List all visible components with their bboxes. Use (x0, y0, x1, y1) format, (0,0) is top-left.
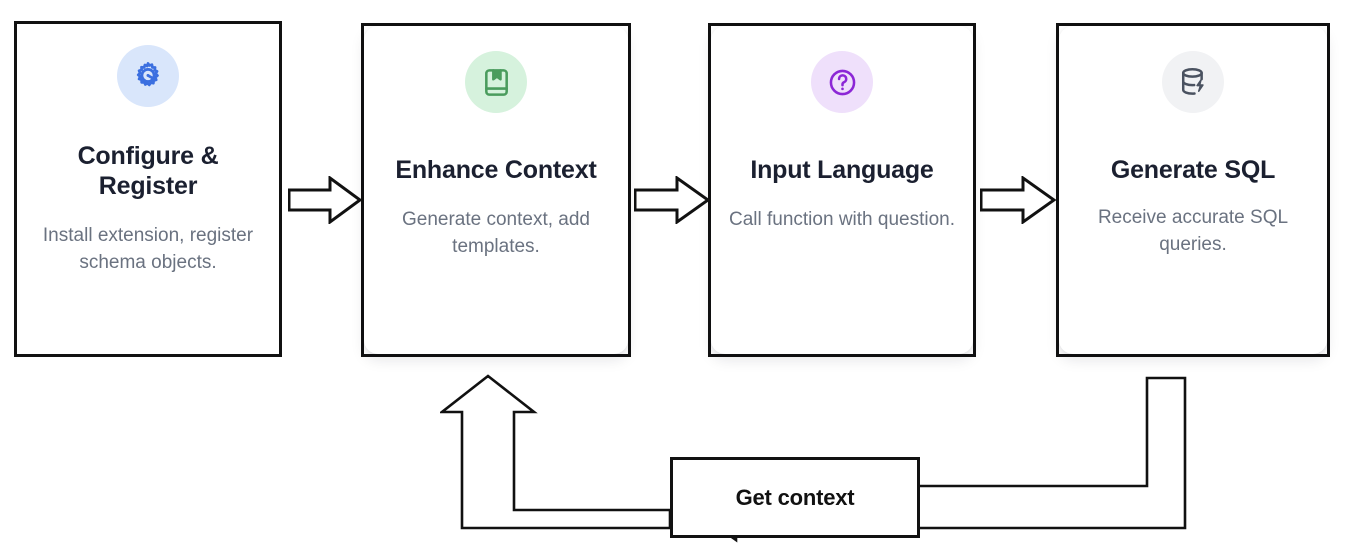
step-card-input-language[interactable]: Input Language Call function with questi… (708, 23, 976, 357)
step-card-title: Enhance Context (395, 156, 597, 184)
book-bookmark-icon-badge (465, 51, 527, 113)
arrow-right-icon (287, 175, 363, 225)
step-card-description: Install extension, register schema objec… (42, 225, 254, 273)
step-card-title: Input Language (750, 156, 934, 184)
database-bolt-icon-badge (1162, 51, 1224, 113)
question-circle-icon-badge (811, 51, 873, 113)
step-card-body: Configure & Register Install extension, … (17, 24, 279, 354)
database-bolt-icon (1181, 68, 1204, 95)
arrow-step3-to-step4 (979, 175, 1057, 225)
arrow-step1-to-step2 (287, 175, 363, 225)
gear-icon (136, 62, 159, 87)
step-card-generate-sql[interactable]: Generate SQL Receive accurate SQL querie… (1056, 23, 1330, 357)
step-card-enhance-context[interactable]: Enhance Context Generate context, add te… (361, 23, 631, 357)
step-card-body: Input Language Call function with questi… (711, 26, 973, 354)
step-card-title: Generate SQL (1110, 156, 1276, 184)
step-card-body: Enhance Context Generate context, add te… (364, 26, 628, 354)
get-context-box[interactable]: Get context (670, 457, 920, 538)
step-card-body: Generate SQL Receive accurate SQL querie… (1059, 26, 1327, 354)
step-card-title: Configure & Register (77, 142, 219, 200)
get-context-label: Get context (735, 484, 855, 510)
arrow-right-icon (633, 175, 711, 225)
step-card-description: Call function with question. (728, 209, 955, 230)
step-card-configure-register[interactable]: Configure & Register Install extension, … (14, 21, 282, 357)
arrow-up-elbow-to-enhance-context (438, 374, 672, 530)
step-card-description: Receive accurate SQL queries. (1097, 207, 1289, 255)
gear-icon-badge (117, 45, 179, 107)
question-circle-icon (829, 69, 855, 95)
book-bookmark-icon (484, 68, 508, 96)
step-card-description: Generate context, add templates. (401, 209, 590, 257)
arrow-right-icon (979, 175, 1057, 225)
arrow-step2-to-step3 (633, 175, 711, 225)
